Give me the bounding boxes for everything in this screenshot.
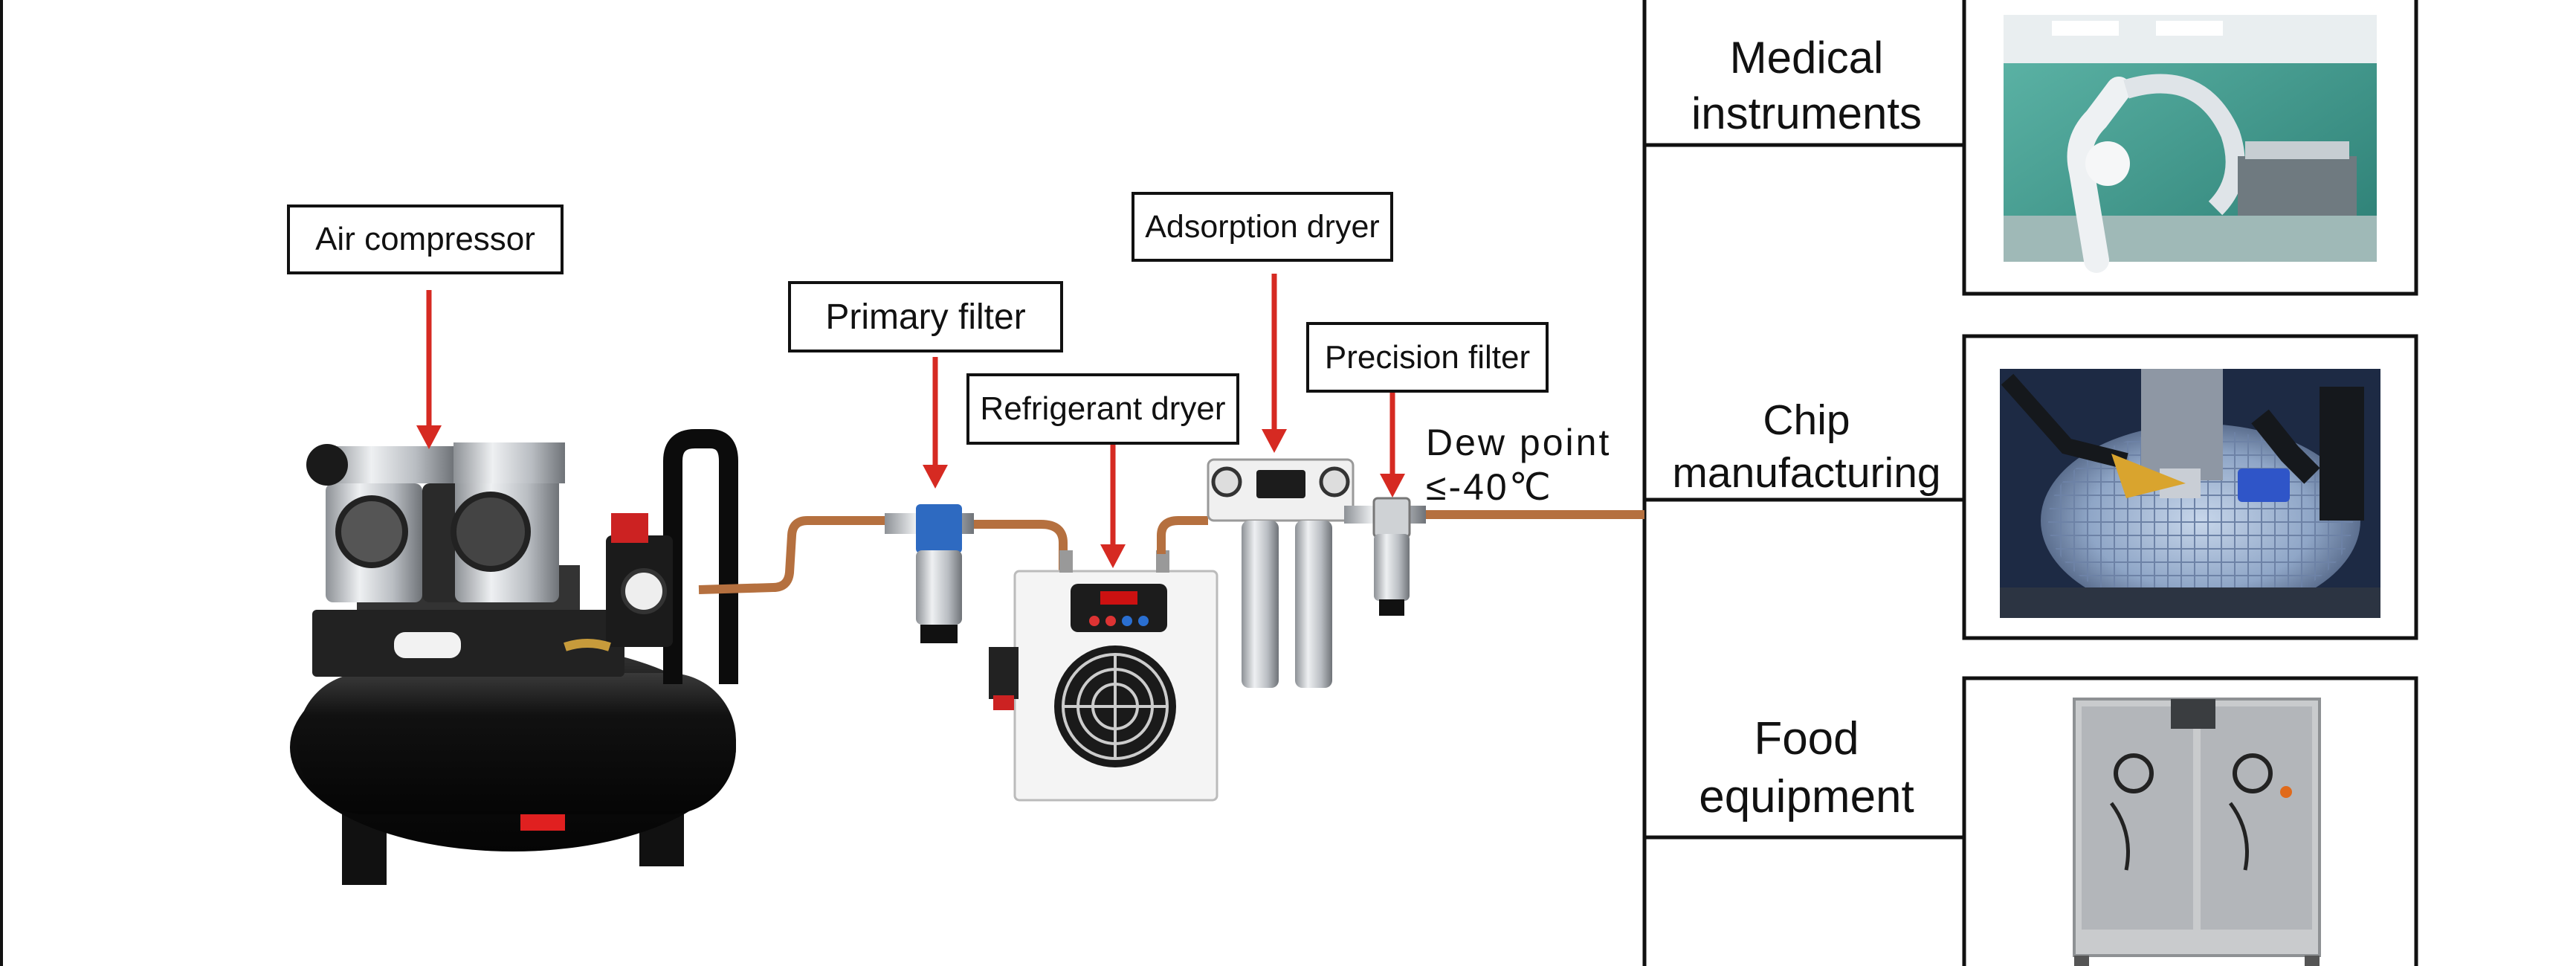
arrow-primary-filter — [923, 357, 948, 489]
refrigerant-dryer-label: Refrigerant dryer — [966, 373, 1239, 445]
food-line1: Food — [1754, 713, 1859, 764]
dew-point-line2: ≤-40℃ — [1426, 466, 1553, 508]
arrow-precision-filter — [1380, 393, 1405, 498]
chip-manufacturing-label: Chip manufacturing — [1650, 394, 1963, 500]
food-equipment-label: Food equipment — [1650, 710, 1963, 825]
adsorption-dryer-label: Adsorption dryer — [1132, 192, 1393, 262]
food-equipment-photo — [2073, 698, 2321, 966]
chip-line2: manufacturing — [1672, 449, 1941, 498]
arrow-air-compressor — [416, 290, 442, 449]
refrigerant-dryer-image — [989, 550, 1218, 802]
dew-point-label: Dew point ≤-40℃ — [1426, 420, 1611, 509]
medical-line1: Medical — [1729, 33, 1884, 83]
precision-filter-label: Precision filter — [1306, 322, 1549, 393]
medical-instruments-label: Medical instruments — [1650, 30, 1963, 141]
chip-line1: Chip — [1763, 396, 1850, 444]
primary-filter-label: Primary filter — [788, 281, 1063, 352]
pipe-2 — [974, 520, 1068, 573]
arrow-adsorption-dryer — [1262, 274, 1287, 453]
precision-filter-image — [1344, 497, 1426, 616]
primary-filter-image — [885, 504, 974, 643]
arrows — [416, 274, 1405, 568]
air-compressor-image — [290, 429, 738, 885]
air-compressor-label: Air compressor — [287, 205, 564, 274]
medical-line2: instruments — [1691, 88, 1923, 138]
adsorption-dryer-image — [1207, 458, 1355, 688]
food-line2: equipment — [1699, 770, 1914, 822]
dew-point-line1: Dew point — [1426, 422, 1612, 463]
pipe-1 — [698, 516, 892, 594]
arrow-refrigerant-dryer — [1100, 440, 1126, 568]
medical-instruments-photo — [2004, 15, 2377, 273]
pipe-3 — [1157, 516, 1208, 554]
chip-manufacturing-photo — [2000, 369, 2380, 618]
